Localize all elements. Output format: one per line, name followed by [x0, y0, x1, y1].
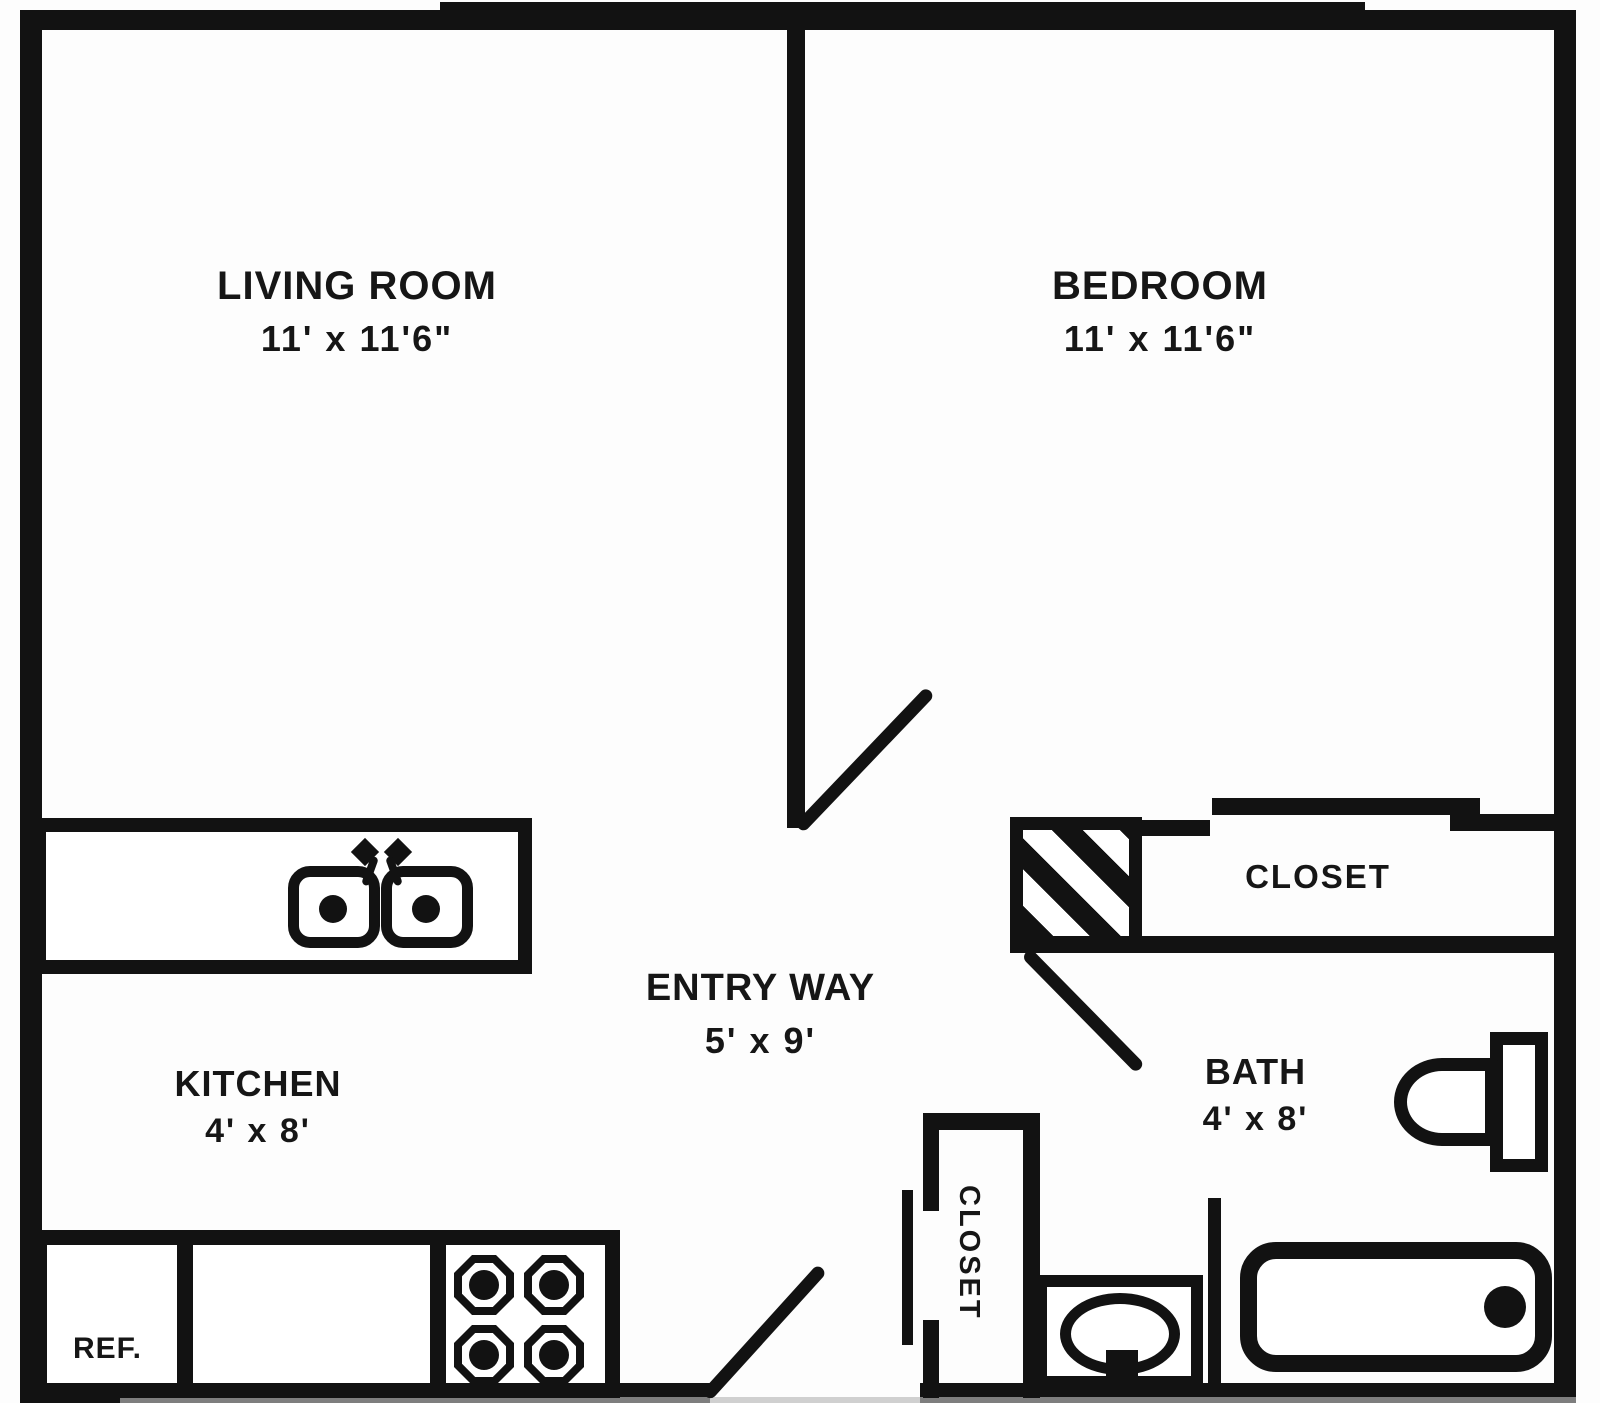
bath-dimensions: 4' x 8'	[1202, 1100, 1309, 1138]
bathroom-sink-faucet	[1106, 1350, 1138, 1388]
sink-drain-right	[412, 895, 440, 923]
hall-closet-left-wall-upper	[923, 1113, 939, 1211]
right-wall	[1554, 18, 1576, 1403]
stove-burner	[524, 1255, 584, 1315]
bath-name: BATH	[1204, 1051, 1307, 1092]
entry-way-label: ENTRY WAY 5' x 9'	[608, 960, 913, 1066]
entry-door-swing	[701, 1263, 828, 1401]
bedroom-door-swing	[794, 686, 935, 833]
stove-burner	[454, 1325, 514, 1385]
bath-door-swing	[1021, 947, 1145, 1074]
bedroom-closet-label: CLOSET	[1245, 858, 1391, 895]
living-room-dimensions: 11' x 11'6"	[260, 318, 454, 359]
bedroom-dimensions: 11' x 11'6"	[1063, 318, 1257, 359]
bedroom-closet-back-wall	[1010, 936, 1576, 953]
counter-divider-left	[177, 1245, 193, 1383]
entry-way-dimensions: 5' x 9'	[704, 1020, 817, 1061]
entry-way-name: ENTRY WAY	[645, 967, 876, 1009]
toilet-bowl	[1394, 1058, 1498, 1146]
hall-closet-label: CLOSET	[953, 1185, 985, 1321]
kitchen-lower-counter	[32, 1230, 620, 1398]
burner-core	[469, 1340, 499, 1370]
bathtub-drain	[1484, 1286, 1526, 1328]
burner-core	[539, 1340, 569, 1370]
counter-divider-right	[430, 1245, 446, 1383]
kitchen-label: KITCHEN 4' x 8'	[108, 1060, 408, 1154]
sink-drain-left	[319, 895, 347, 923]
closet-hatched-wall-section	[1010, 817, 1142, 950]
kitchen-name: KITCHEN	[174, 1063, 342, 1104]
bath-label: BATH 4' x 8'	[1138, 1048, 1373, 1142]
hall-closet-door	[902, 1190, 913, 1345]
bedroom-closet-front-wall-left	[1142, 820, 1210, 836]
living-room-label: LIVING ROOM 11' x 11'6"	[157, 258, 557, 364]
bedroom-closet-front-wall-right	[1450, 814, 1576, 831]
top-wall	[20, 10, 1576, 30]
bedroom-name: BEDROOM	[1052, 264, 1268, 308]
kitchen-counter	[32, 818, 532, 974]
bath-partition-wall	[1208, 1198, 1221, 1395]
stove-burner	[524, 1325, 584, 1385]
burner-core	[539, 1270, 569, 1300]
bedroom-label: BEDROOM 11' x 11'6"	[960, 258, 1360, 364]
stove-burner	[454, 1255, 514, 1315]
living-bedroom-wall	[787, 28, 805, 828]
left-wall	[20, 10, 42, 1403]
kitchen-dimensions: 4' x 8'	[205, 1112, 311, 1150]
scan-shadow	[120, 1397, 1576, 1403]
toilet-tank	[1490, 1032, 1548, 1172]
living-room-name: LIVING ROOM	[217, 264, 497, 308]
burner-core	[469, 1270, 499, 1300]
refrigerator-label: REF.	[72, 1332, 142, 1365]
hall-closet-top-wall	[923, 1113, 1040, 1130]
hall-closet-left-wall-lower	[923, 1320, 939, 1398]
bedroom-closet-sliding-door	[1212, 798, 1480, 815]
